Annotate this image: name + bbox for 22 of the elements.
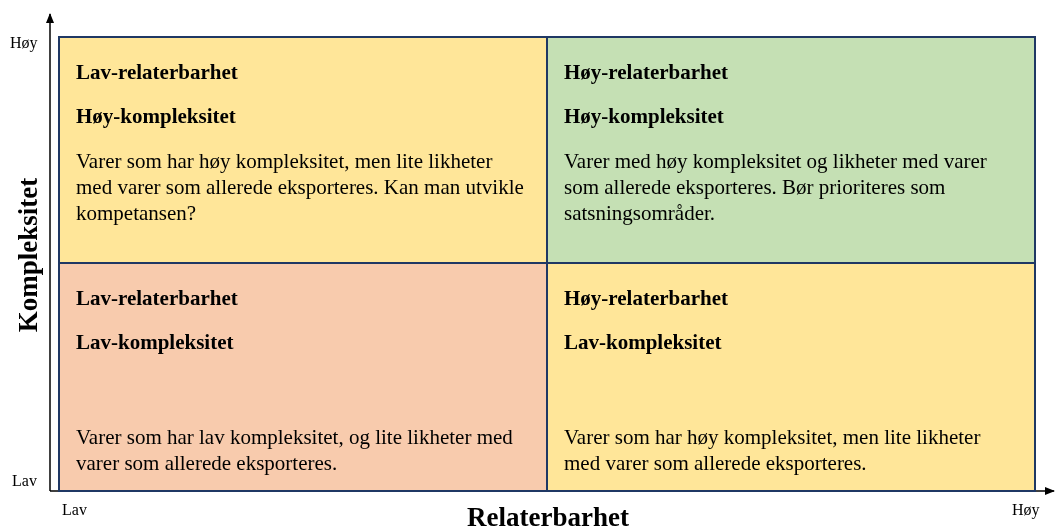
quadrant-description: Varer som har høy kompleksitet, men lite likheter med varer som allerede eksporteres. [564,424,982,476]
quadrant-description: Varer som har lav kompleksitet, og lite likheter med varer som allerede eksporteres. [76,424,514,476]
quadrant-description: Varer som har høy kompleksitet, men lite likheter med varer som allerede eksporteres. Kan man utvikle kompetansen? [76,148,525,226]
quadrant-heading: Høy-kompleksitet [76,104,237,128]
quadrant-description: Varer med høy kompleksitet og likheter med varer som allerede eksporteres. Bør prioriteres som satsningsområder. [564,148,988,226]
axis-tick-label: Lav [12,472,37,490]
quadrant-box [546,36,1036,264]
axis-tick-label: Lav [62,501,87,519]
quadrant-box [546,262,1036,492]
axis-title: Relaterbarhet [467,502,629,527]
quadrant-box [58,36,548,264]
quadrant-heading: Lav-relaterbarhet [76,60,239,84]
quadrant-box [58,262,548,492]
quadrant-heading: Lav-kompleksitet [76,330,235,354]
quadrant-heading: Høy-kompleksitet [564,104,725,128]
quadrant-heading: Høy-relaterbarhet [564,60,730,84]
quadrant-heading: Lav-relaterbarhet [76,286,239,310]
axis-tick-label: Høy [10,34,38,52]
axis-title: Kompleksitet [12,177,44,333]
axis-tick-label: Høy [1012,501,1040,519]
quadrant-heading: Høy-relaterbarhet [564,286,730,310]
quadrant-heading: Lav-kompleksitet [564,330,723,354]
